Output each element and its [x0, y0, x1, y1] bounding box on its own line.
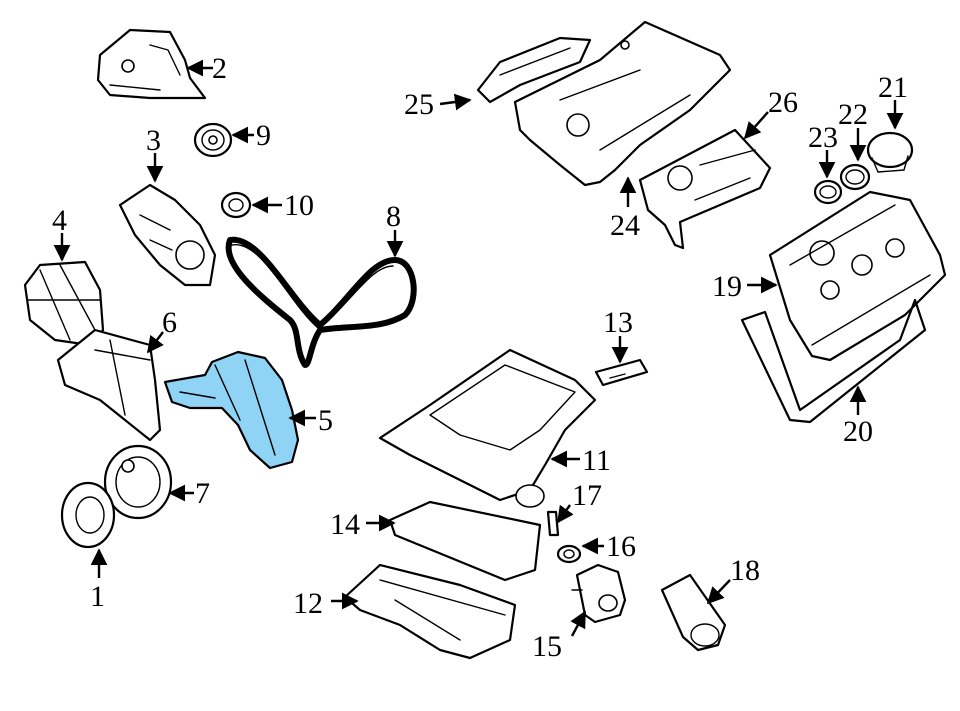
part-10-seal[interactable]	[220, 191, 252, 219]
callout-4: 4	[52, 204, 67, 237]
callout-17: 17	[572, 479, 602, 512]
part-1-pulley[interactable]	[60, 481, 116, 549]
part-13-sealant-tube[interactable]	[594, 358, 649, 387]
part-20-gasket[interactable]	[740, 298, 927, 424]
callout-20: 20	[843, 415, 873, 448]
callout-13: 13	[603, 306, 633, 339]
part-9-idler-roller[interactable]	[193, 122, 233, 158]
part-3-rear-timing-cover[interactable]	[118, 183, 217, 287]
callout-1: 1	[90, 580, 105, 613]
callout-6: 6	[162, 306, 177, 339]
part-11-upper-oil-pan[interactable]	[378, 348, 597, 508]
callout-9: 9	[256, 119, 271, 152]
callout-10: 10	[284, 189, 314, 222]
callout-14: 14	[330, 508, 360, 541]
part-4-cover[interactable]	[23, 260, 105, 347]
callout-19: 19	[712, 270, 742, 303]
callout-5: 5	[318, 404, 333, 437]
callout-21: 21	[878, 71, 908, 104]
part-15-filter-housing[interactable]	[571, 563, 627, 624]
part-16-washer[interactable]	[556, 544, 582, 564]
callout-23: 23	[808, 121, 838, 154]
callout-3: 3	[146, 124, 161, 157]
part-22-seal-ring[interactable]	[839, 163, 871, 191]
callout-11: 11	[582, 444, 611, 477]
part-6-lower-cover[interactable]	[56, 328, 162, 442]
part-24-engine-cover[interactable]	[513, 20, 732, 187]
part-14-oil-pan-gasket[interactable]	[388, 500, 542, 582]
callout-25: 25	[404, 88, 434, 121]
callout-24: 24	[610, 209, 640, 242]
callout-26: 26	[768, 86, 798, 119]
part-12-lower-oil-pan[interactable]	[343, 563, 517, 660]
part-23-o-ring[interactable]	[813, 179, 843, 205]
part-7-sprocket[interactable]	[103, 444, 173, 520]
callout-18: 18	[730, 554, 760, 587]
part-21-filler-cap[interactable]	[866, 131, 914, 173]
callout-15: 15	[532, 630, 562, 663]
part-8-timing-belt[interactable]	[225, 236, 417, 368]
part-5-timing-cover-highlighted[interactable]	[163, 350, 300, 470]
callout-8: 8	[386, 200, 401, 233]
callout-2: 2	[212, 52, 227, 85]
part-2-upper-timing-cover[interactable]	[96, 28, 207, 100]
part-26-intake-cover[interactable]	[638, 128, 772, 250]
callout-22: 22	[838, 98, 868, 131]
callout-7: 7	[195, 477, 210, 510]
part-18-oil-filter[interactable]	[660, 573, 727, 652]
part-17-bolt[interactable]	[546, 510, 560, 537]
part-25-cover-trim[interactable]	[476, 36, 592, 104]
callout-16: 16	[606, 530, 636, 563]
callout-12: 12	[293, 587, 323, 620]
part-19-valve-cover[interactable]	[768, 190, 947, 362]
